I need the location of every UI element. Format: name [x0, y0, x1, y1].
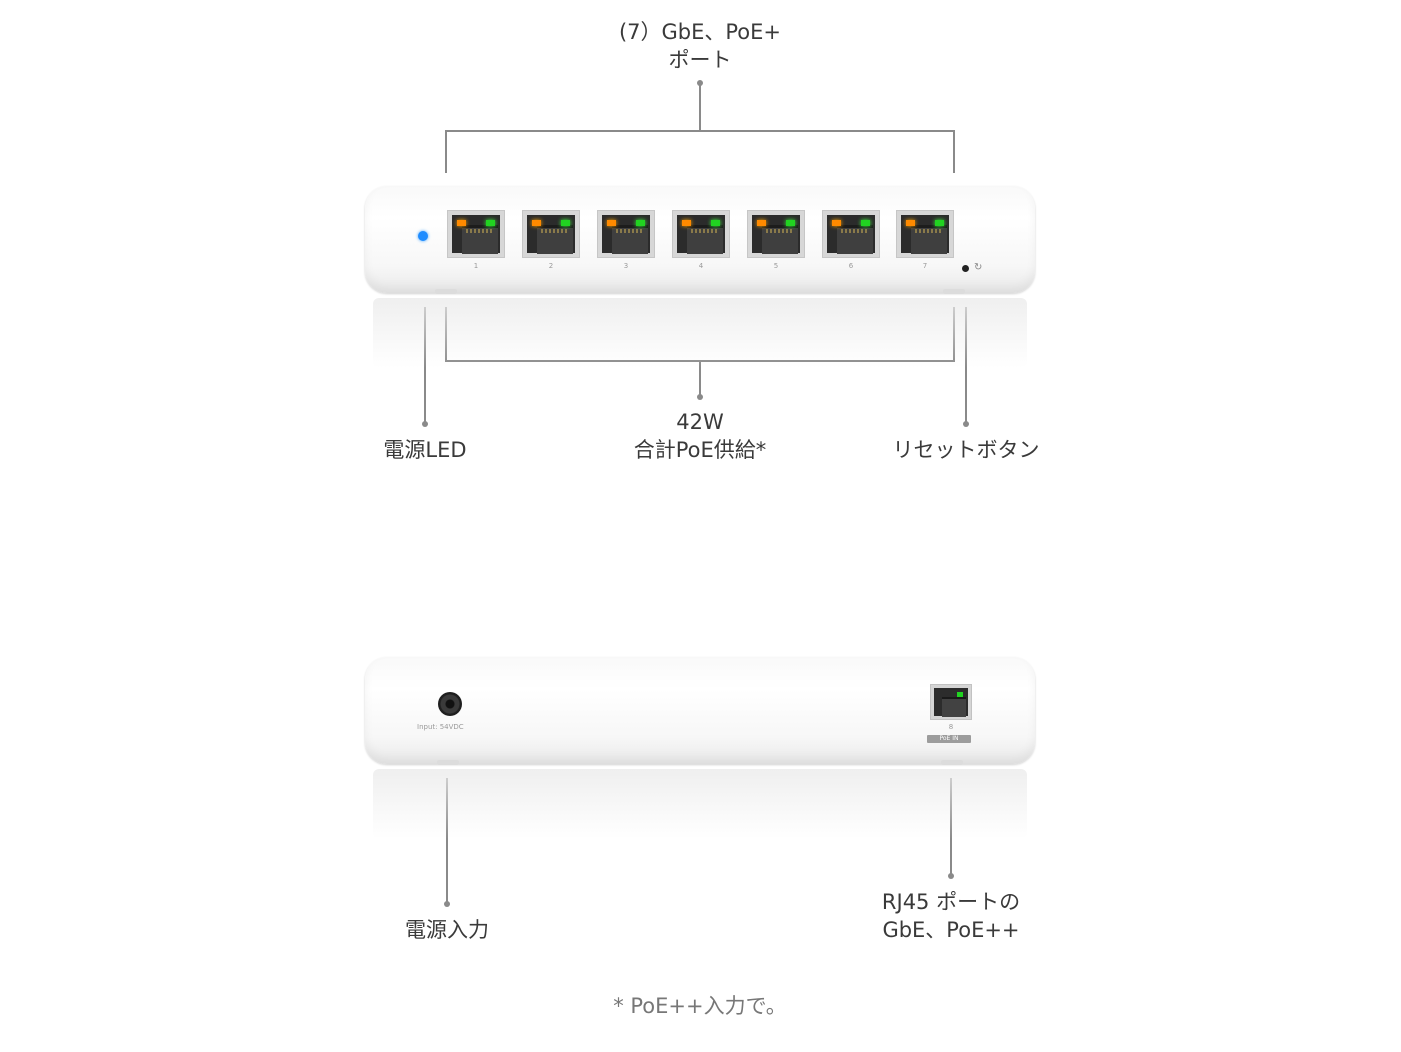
rj45-port-2 — [522, 210, 580, 258]
rj45-uplink-label-line1: RJ45 ポートの — [881, 890, 1021, 914]
port-number: 7 — [922, 262, 928, 270]
power-led-icon — [418, 231, 428, 241]
gbe-ports-label: (7）GbE、PoE+ ポート — [600, 18, 800, 74]
rj45-port-4 — [672, 210, 730, 258]
poe-budget-label-line1: 42W — [676, 410, 724, 434]
leader-dot — [422, 421, 428, 427]
reset-button — [962, 265, 969, 272]
dc-input-label: Input: 54VDC — [417, 723, 464, 731]
leader-dot — [963, 421, 969, 427]
gbe-ports-label-line2: ポート — [668, 48, 732, 72]
reset-button-label: リセットボタン — [892, 438, 1040, 462]
port-number: 2 — [548, 262, 554, 270]
front-reflection — [373, 298, 1027, 368]
power-input-label: 電源入力 — [405, 918, 489, 942]
rj45-uplink-port — [930, 684, 972, 720]
dc-power-jack-icon — [438, 692, 462, 716]
rj45-port-7 — [896, 210, 954, 258]
port-number: 6 — [848, 262, 854, 270]
leader-dot — [444, 901, 450, 907]
rj45-port-1 — [447, 210, 505, 258]
switch-rear-view: Input: 54VDC 8 PoE IN — [365, 657, 1035, 847]
rj45-port-5 — [747, 210, 805, 258]
port-number: 5 — [773, 262, 779, 270]
chassis-foot — [941, 760, 963, 765]
leader-dot — [697, 394, 703, 400]
rear-reflection — [373, 769, 1027, 839]
poe-budget-label-line2: 合計PoE供給* — [633, 438, 767, 462]
poe-budget-label: 42W 合計PoE供給* — [600, 408, 800, 464]
poe-in-badge: PoE IN — [927, 735, 971, 743]
rj45-port-3 — [597, 210, 655, 258]
footnote: * PoE++入力で。 — [613, 994, 787, 1018]
leader-dot — [697, 80, 703, 86]
ports-top-bracket — [445, 130, 955, 173]
rj45-uplink-label: RJ45 ポートの GbE、PoE++ — [851, 888, 1051, 944]
switch-front-view: 1 2 3 4 5 6 7 ↻ — [365, 186, 1035, 376]
port-number: 8 — [948, 723, 954, 731]
chassis-foot — [437, 760, 459, 765]
gbe-ports-label-line1: (7）GbE、PoE+ — [618, 20, 782, 44]
port-number: 1 — [473, 262, 479, 270]
refresh-icon: ↻ — [974, 262, 983, 273]
port-number: 3 — [623, 262, 629, 270]
chassis-foot — [435, 289, 457, 294]
chassis-foot — [943, 289, 965, 294]
port-number: 4 — [698, 262, 704, 270]
rj45-port-6 — [822, 210, 880, 258]
power-led-label: 電源LED — [383, 438, 467, 462]
rj45-uplink-label-line2: GbE、PoE++ — [882, 918, 1020, 942]
rear-chassis — [365, 657, 1035, 764]
leader-dot — [948, 873, 954, 879]
